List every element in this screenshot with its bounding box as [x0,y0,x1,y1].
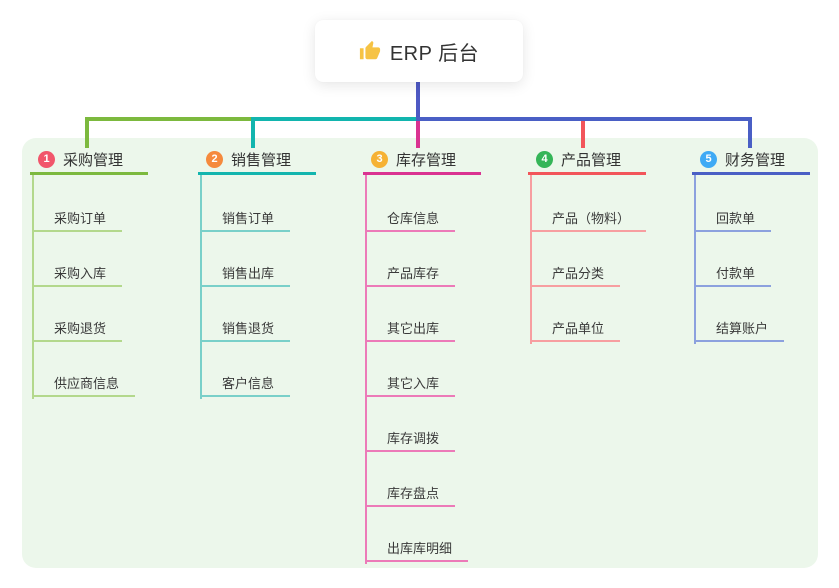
branch-number-badge: 4 [536,150,553,168]
branch-rail-line [32,175,34,399]
leaf-node[interactable]: 付款单 [694,261,772,287]
leaf-node[interactable]: 库存调拨 [365,426,456,452]
branch-node-inventory[interactable]: 3 库存管理 [363,146,481,175]
leaf-node[interactable]: 销售出库 [200,261,291,287]
branch-rail-line [530,175,532,344]
branches-panel [22,138,818,568]
branch-node-product[interactable]: 4 产品管理 [528,146,646,175]
branch-rail-line [365,175,367,564]
connector-drop-branch5 [748,117,752,148]
branch-rail-line [200,175,202,399]
leaf-node[interactable]: 产品（物料） [530,206,647,232]
branch-node-finance[interactable]: 5 财务管理 [692,146,810,175]
connector-horizontal-branch2 [251,117,420,121]
branch-label: 产品管理 [561,151,622,169]
leaf-node[interactable]: 其它入库 [365,371,456,397]
leaf-node[interactable]: 仓库信息 [365,206,456,232]
root-node[interactable]: ERP 后台 [315,20,523,82]
leaf-node[interactable]: 供应商信息 [32,371,136,397]
thumbs-up-icon [359,40,381,62]
branch-number-badge: 5 [700,150,717,168]
leaf-node[interactable]: 出库库明细 [365,536,469,562]
branch-node-purchase[interactable]: 1 采购管理 [30,146,148,175]
leaf-node[interactable]: 销售订单 [200,206,291,232]
connector-horizontal-branch1 [85,117,255,121]
connector-drop-branch3 [416,121,420,148]
leaf-node[interactable]: 库存盘点 [365,481,456,507]
leaf-node[interactable]: 采购退货 [32,316,123,342]
leaf-node[interactable]: 结算账户 [694,316,785,342]
leaf-node[interactable]: 采购订单 [32,206,123,232]
leaf-node[interactable]: 产品分类 [530,261,621,287]
branch-label: 库存管理 [396,151,457,169]
leaf-node[interactable]: 客户信息 [200,371,291,397]
branch-number-badge: 2 [206,150,223,168]
leaf-node[interactable]: 产品单位 [530,316,621,342]
root-stem-line [416,82,420,121]
connector-drop-branch2 [251,117,255,148]
connector-drop-branch4 [581,121,585,148]
leaf-node[interactable]: 回款单 [694,206,772,232]
branch-label: 采购管理 [63,151,124,169]
leaf-node[interactable]: 其它出库 [365,316,456,342]
connector-horizontal-branch5 [416,117,752,121]
connector-drop-branch1 [85,117,89,148]
leaf-node[interactable]: 销售退货 [200,316,291,342]
branch-number-badge: 1 [38,150,55,168]
branch-label: 财务管理 [725,151,786,169]
branch-label: 销售管理 [231,151,292,169]
branch-rail-line [694,175,696,344]
leaf-node[interactable]: 产品库存 [365,261,456,287]
root-node-label: ERP 后台 [389,42,480,65]
branch-number-badge: 3 [371,150,388,168]
leaf-node[interactable]: 采购入库 [32,261,123,287]
branch-node-sales[interactable]: 2 销售管理 [198,146,316,175]
